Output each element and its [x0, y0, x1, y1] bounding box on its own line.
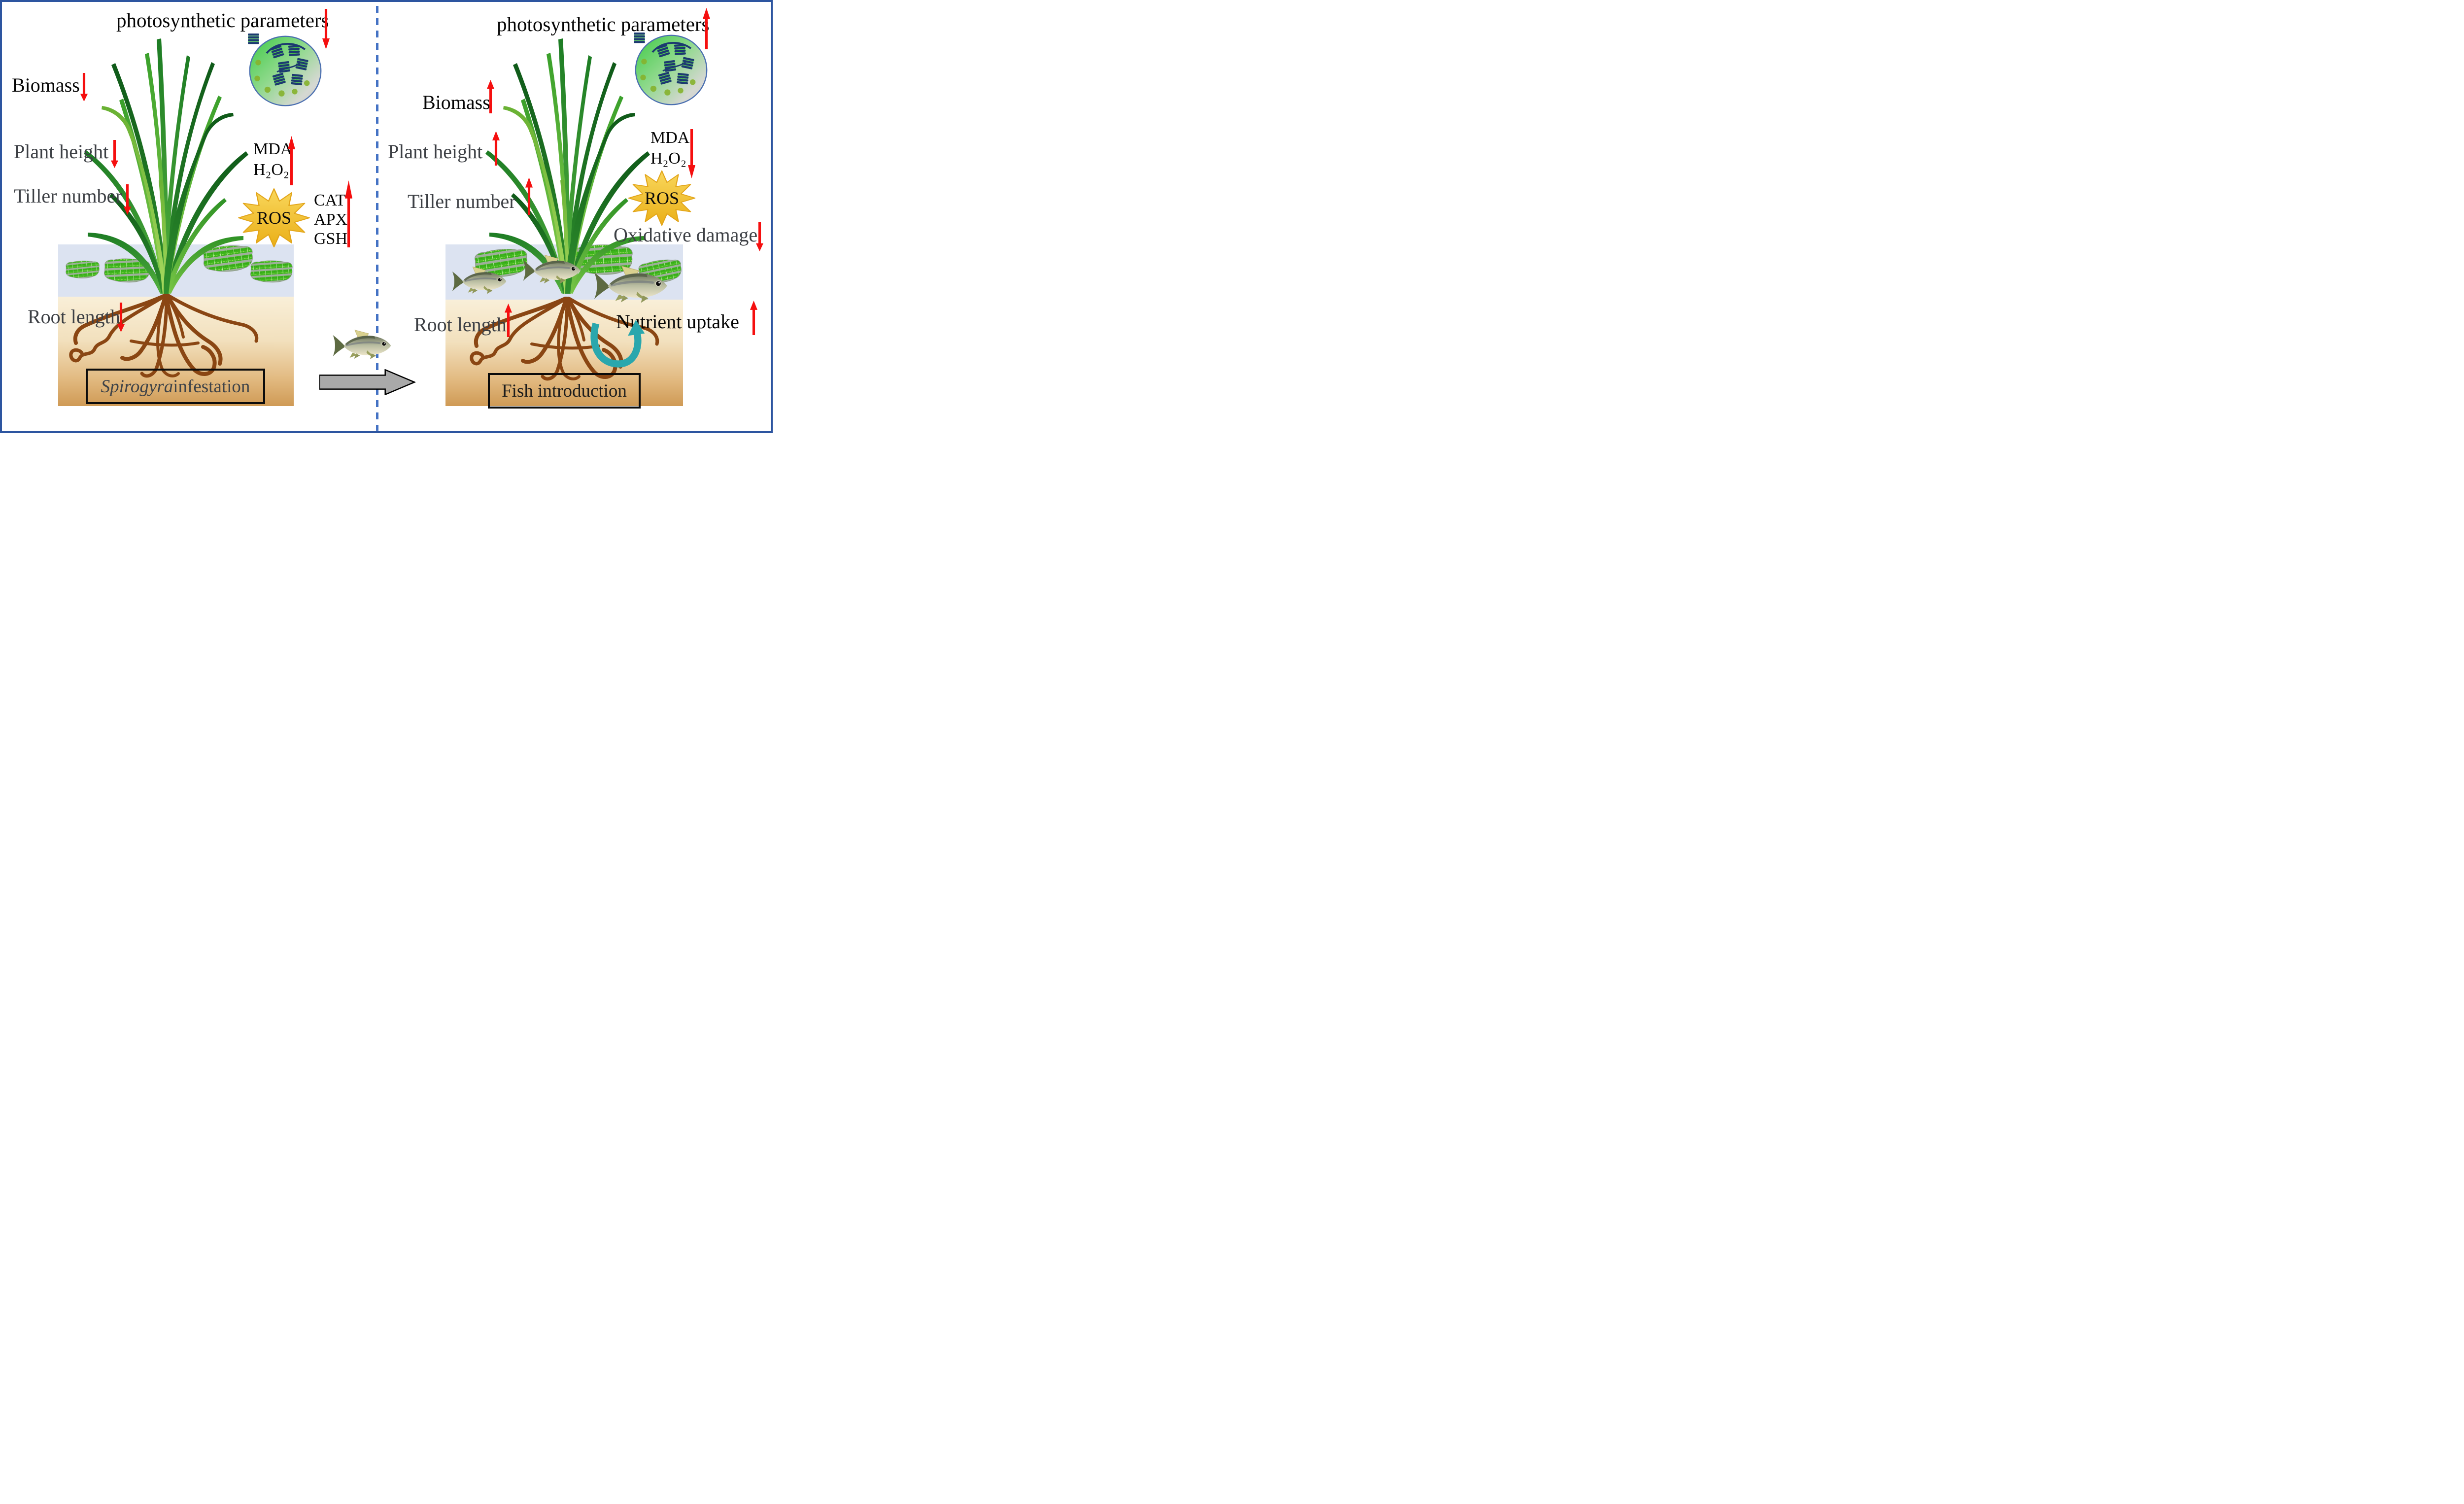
- right-root-length-label: Root length: [414, 313, 507, 336]
- right-tiller-number-label: Tiller number: [408, 190, 516, 212]
- nutrient-uptake-arrow: [587, 320, 650, 369]
- fish-icon: [451, 266, 508, 295]
- down-arrow-icon: [321, 9, 331, 49]
- fish-icon: [593, 265, 671, 307]
- left-enzymes-label: CAT APX GSH: [314, 191, 347, 248]
- figure-canvas: photosynthetic parameters Biomass Plant …: [0, 0, 773, 433]
- left-root-length-label: Root length: [28, 306, 120, 328]
- up-arrow-icon: [504, 304, 513, 337]
- down-arrow-icon: [123, 184, 132, 215]
- h2o2-label: H₂O₂: [253, 161, 289, 179]
- down-arrow-icon: [110, 140, 119, 168]
- down-arrow-icon: [116, 303, 126, 332]
- right-soil-band: [445, 300, 683, 406]
- left-tiller-number-label: Tiller number: [14, 185, 122, 207]
- up-arrow-icon: [749, 301, 758, 335]
- h2o2-label: H₂O₂: [650, 149, 686, 168]
- right-biomass-label: Biomass: [422, 91, 490, 113]
- up-arrow-icon: [486, 80, 495, 113]
- left-mda-h2o2-label: MDA H₂O₂: [253, 139, 292, 180]
- down-arrow-icon: [755, 222, 764, 251]
- left-caption-box: Spirogyra infestation: [86, 369, 265, 404]
- right-title: photosynthetic parameters: [497, 13, 710, 35]
- chloroplast-icon: [248, 34, 323, 108]
- right-plant-height-label: Plant height: [388, 140, 483, 163]
- up-arrow-icon: [702, 8, 711, 49]
- fish-icon: [332, 329, 392, 360]
- fish-introduction-text: Fish introduction: [502, 380, 627, 401]
- up-arrow-icon: [491, 131, 501, 166]
- chloroplast-icon: [634, 33, 709, 107]
- infestation-text: infestation: [173, 376, 250, 397]
- mda-label: MDA: [650, 129, 690, 147]
- panel-divider-dashed-line: [376, 6, 378, 431]
- left-plant-height-label: Plant height: [14, 140, 109, 163]
- right-caption-box: Fish introduction: [488, 373, 641, 409]
- up-arrow-icon: [287, 136, 296, 185]
- left-biomass-label: Biomass: [12, 74, 80, 96]
- transition-arrow: [319, 369, 415, 395]
- left-ros-label: ROS: [256, 208, 292, 228]
- right-mda-h2o2-label: MDA H₂O₂: [650, 128, 689, 169]
- spirogyra-italic-text: Spirogyra: [101, 376, 173, 397]
- up-arrow-icon: [524, 177, 534, 215]
- cat-label: CAT: [314, 191, 346, 209]
- fish-icon: [522, 254, 582, 285]
- left-title: photosynthetic parameters: [116, 9, 329, 32]
- down-arrow-icon: [79, 73, 89, 102]
- apx-label: APX: [314, 210, 348, 229]
- mda-label: MDA: [253, 140, 293, 158]
- gsh-label: GSH: [314, 229, 348, 248]
- right-ros-label: ROS: [644, 188, 680, 208]
- up-arrow-icon: [344, 180, 353, 247]
- right-oxidative-damage-label: Oxidative damage: [614, 224, 758, 246]
